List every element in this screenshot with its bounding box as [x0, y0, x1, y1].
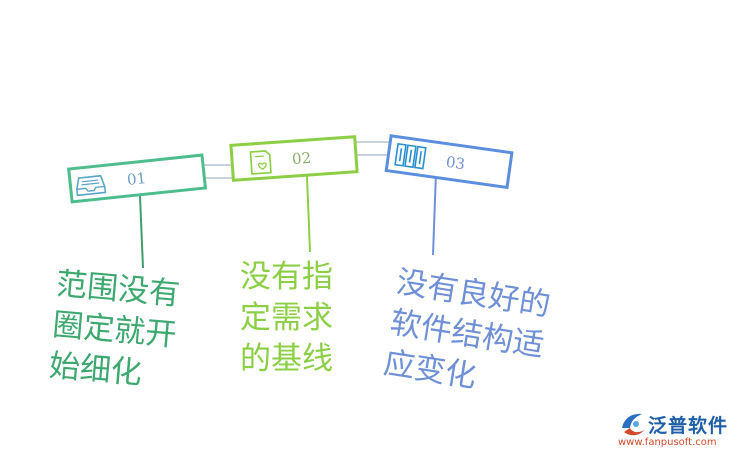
- step-number-1: 01: [126, 169, 147, 189]
- step-text-2: 没有指 定需求 的基线: [240, 259, 333, 377]
- step-card-2: 02: [229, 135, 359, 182]
- brand-name: 泛普软件: [648, 415, 729, 437]
- server-racks-icon: [394, 142, 427, 170]
- brand-url: www.fanpusoft.com: [618, 437, 717, 448]
- leader-line-1: [139, 195, 144, 269]
- leader-line-3: [432, 171, 437, 256]
- step-text-1: 范围没有 圈定就开 始细化: [47, 265, 182, 392]
- step-number-3: 03: [445, 153, 466, 173]
- inbox-tray-icon: [76, 174, 107, 197]
- step-card-1: 01: [67, 153, 208, 204]
- leader-line-2: [306, 175, 311, 253]
- brand-logo: 泛普软件 www.fanpusoft.com: [614, 408, 740, 454]
- brand-mark-icon: [622, 413, 644, 436]
- document-heart-icon: [249, 150, 272, 175]
- step-card-3: 03: [384, 134, 514, 190]
- step-number-2: 02: [291, 149, 311, 168]
